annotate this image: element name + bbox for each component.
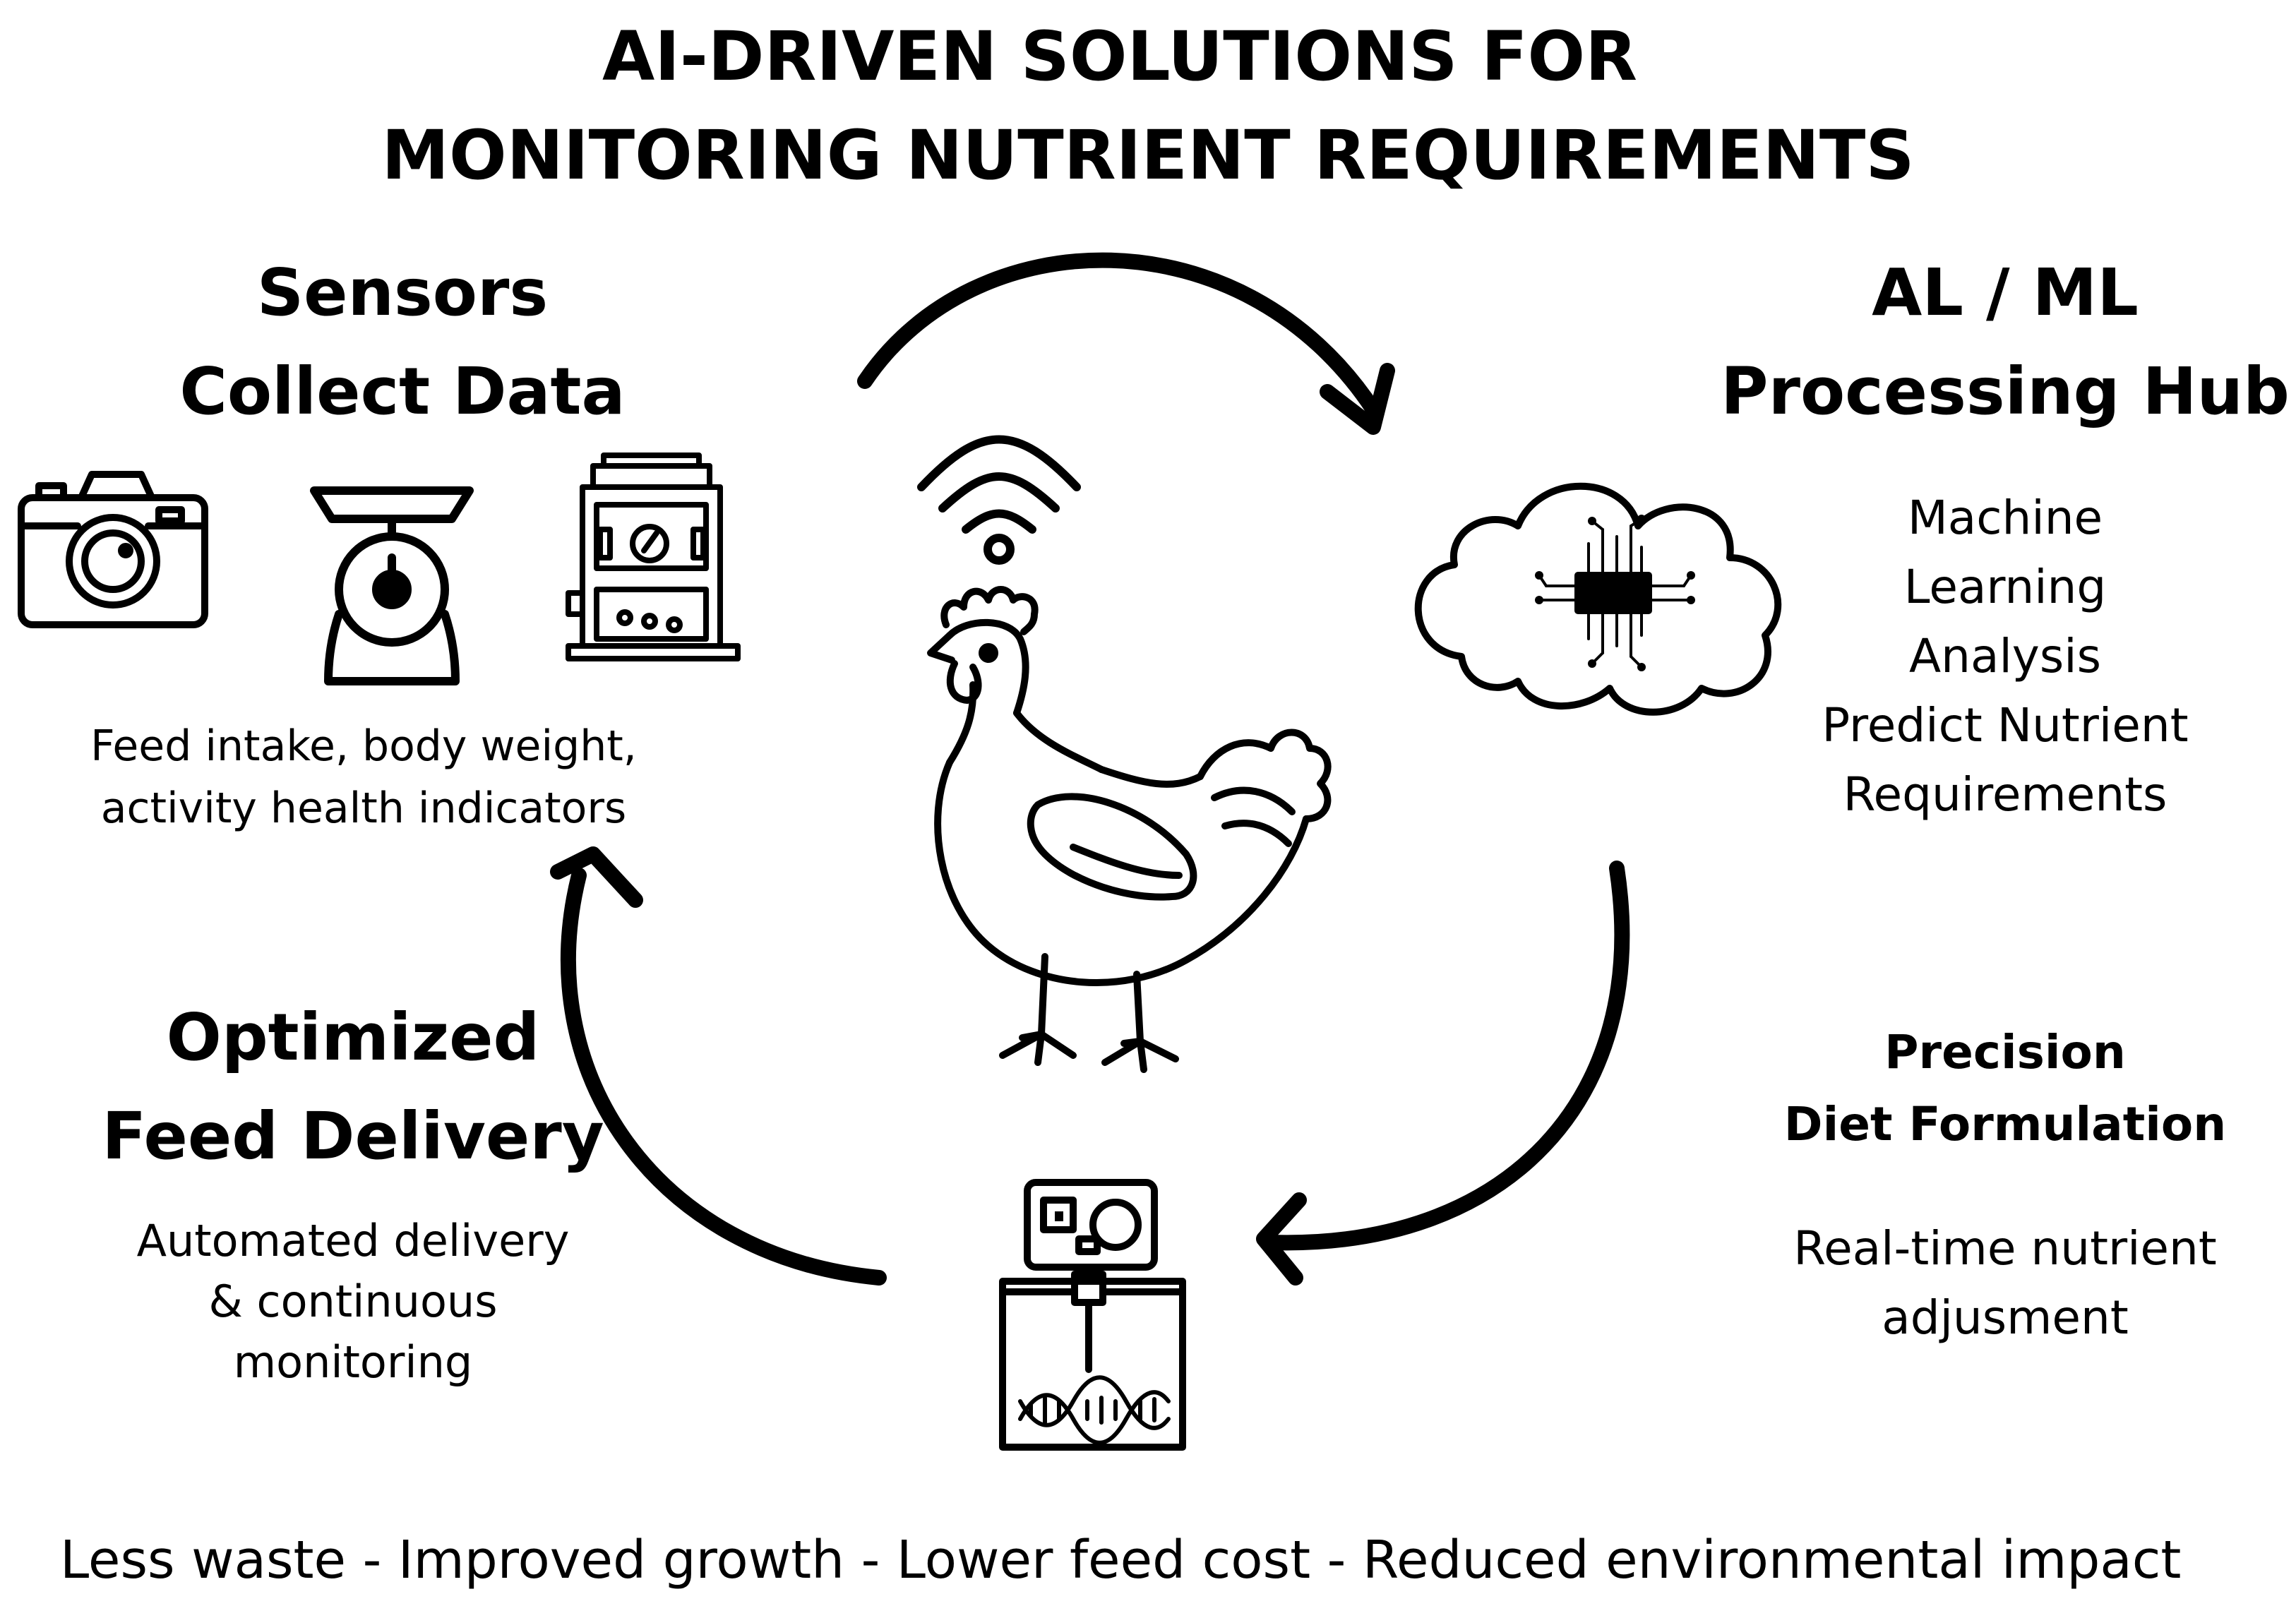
hub-item: Learning	[1903, 560, 2107, 614]
delivery-heading-line-1: Optimized	[166, 1000, 540, 1075]
hub-item: Requirements	[1843, 767, 2168, 822]
delivery-desc-line-3: monitoring	[233, 1336, 473, 1388]
title-line-1: AI-DRIVEN SOLUTIONS FOR	[602, 17, 1638, 96]
sensors-desc-line-2: activity health indicators	[100, 784, 627, 833]
sensors-desc-line-1: Feed intake, body weight,	[90, 721, 637, 771]
cloud-chip-icon	[1414, 482, 1782, 716]
precision-heading: Precision Diet Formulation	[1716, 1017, 2295, 1161]
hub-item: Analysis	[1909, 629, 2101, 683]
delivery-heading-line-2: Feed Delivery	[102, 1098, 604, 1174]
hub-item: Machine	[1907, 491, 2103, 545]
delivery-heading: Optimized Feed Delivery	[56, 988, 650, 1186]
sensors-description: Feed intake, body weight, activity healt…	[28, 715, 699, 839]
cycle-arrow-top	[857, 252, 1395, 435]
delivery-description: Automated delivery & continuous monitori…	[56, 1211, 650, 1393]
cycle-arrow-left	[550, 846, 887, 1286]
cycle-arrow-right	[1256, 861, 1630, 1286]
precision-desc-line-2: adjusment	[1882, 1290, 2129, 1345]
precision-desc-line-1: Real-time nutrient	[1793, 1221, 2217, 1276]
hub-heading: AL / ML Processing Hub	[1716, 244, 2295, 441]
sensors-heading-line-2: Collect Data	[179, 354, 626, 429]
precision-heading-line-2: Diet Formulation	[1783, 1097, 2227, 1151]
precision-description: Real-time nutrient adjusment	[1716, 1214, 2295, 1353]
dna-analyzer-icon	[999, 1179, 1186, 1451]
hub-items: Machine Learning Analysis Predict Nutrie…	[1716, 484, 2295, 829]
hub-item: Predict Nutrient	[1822, 698, 2189, 753]
benefits-footer: Less waste - Improved growth - Lower fee…	[60, 1530, 2182, 1590]
title-line-2: MONITORING NUTRIENT REQUIREMENTS	[381, 116, 1915, 195]
hub-heading-line-2: Processing Hub	[1721, 354, 2290, 429]
sensors-heading-line-1: Sensors	[256, 255, 549, 330]
chicken-icon	[927, 586, 1332, 1073]
camera-icon	[18, 471, 208, 628]
wifi-icon	[917, 435, 1081, 565]
precision-heading-line-1: Precision	[1884, 1025, 2126, 1079]
feeder-machine-icon	[566, 453, 741, 661]
sensors-heading: Sensors Collect Data	[42, 244, 763, 441]
scale-icon	[310, 486, 474, 685]
page-title: AI-DRIVEN SOLUTIONS FOR MONITORING NUTRI…	[0, 7, 2296, 205]
delivery-desc-line-2: & continuous	[208, 1276, 498, 1327]
delivery-desc-line-1: Automated delivery	[136, 1215, 570, 1266]
hub-heading-line-1: AL / ML	[1872, 255, 2139, 330]
